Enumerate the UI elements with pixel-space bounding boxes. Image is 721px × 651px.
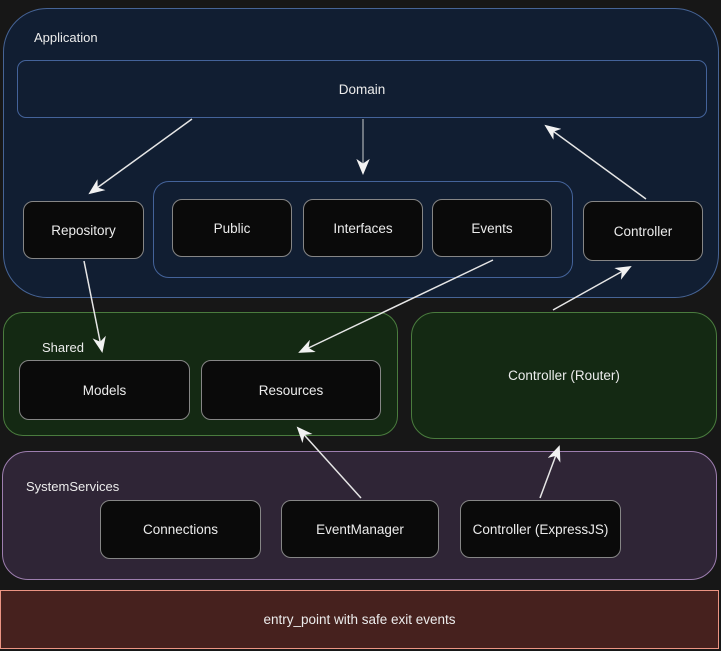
entry-point-label: entry_point with safe exit events [263,612,456,627]
node-resources: Resources [201,360,381,420]
node-interfaces-label: Interfaces [333,220,393,236]
node-event-manager: EventManager [281,500,439,558]
controller-router-label: Controller (Router) [508,368,620,383]
node-models: Models [19,360,190,420]
node-controller-expressjs: Controller (ExpressJS) [460,500,621,558]
node-public-label: Public [213,220,251,236]
node-connections: Connections [100,500,261,559]
node-connections-label: Connections [142,522,219,537]
system-services-section-label: SystemServices [26,479,120,494]
node-domain-label: Domain [338,81,386,97]
node-controller: Controller [583,201,703,261]
node-events-label: Events [471,220,513,236]
node-controller-label: Controller [613,223,673,239]
application-section-label: Application [34,30,98,45]
node-controller-expressjs-label: Controller (ExpressJS) [472,521,609,537]
node-resources-label: Resources [258,382,324,398]
node-repository: Repository [23,201,144,259]
node-models-label: Models [82,382,127,398]
controller-router-section: Controller (Router) [411,312,717,439]
node-event-manager-label: EventManager [316,521,404,537]
node-events: Events [432,199,552,257]
entry-point-section: entry_point with safe exit events [0,590,719,649]
node-interfaces: Interfaces [303,199,423,257]
node-public: Public [172,199,292,257]
shared-section-label: Shared [42,340,84,355]
node-domain: Domain [17,60,707,118]
node-repository-label: Repository [51,222,116,238]
